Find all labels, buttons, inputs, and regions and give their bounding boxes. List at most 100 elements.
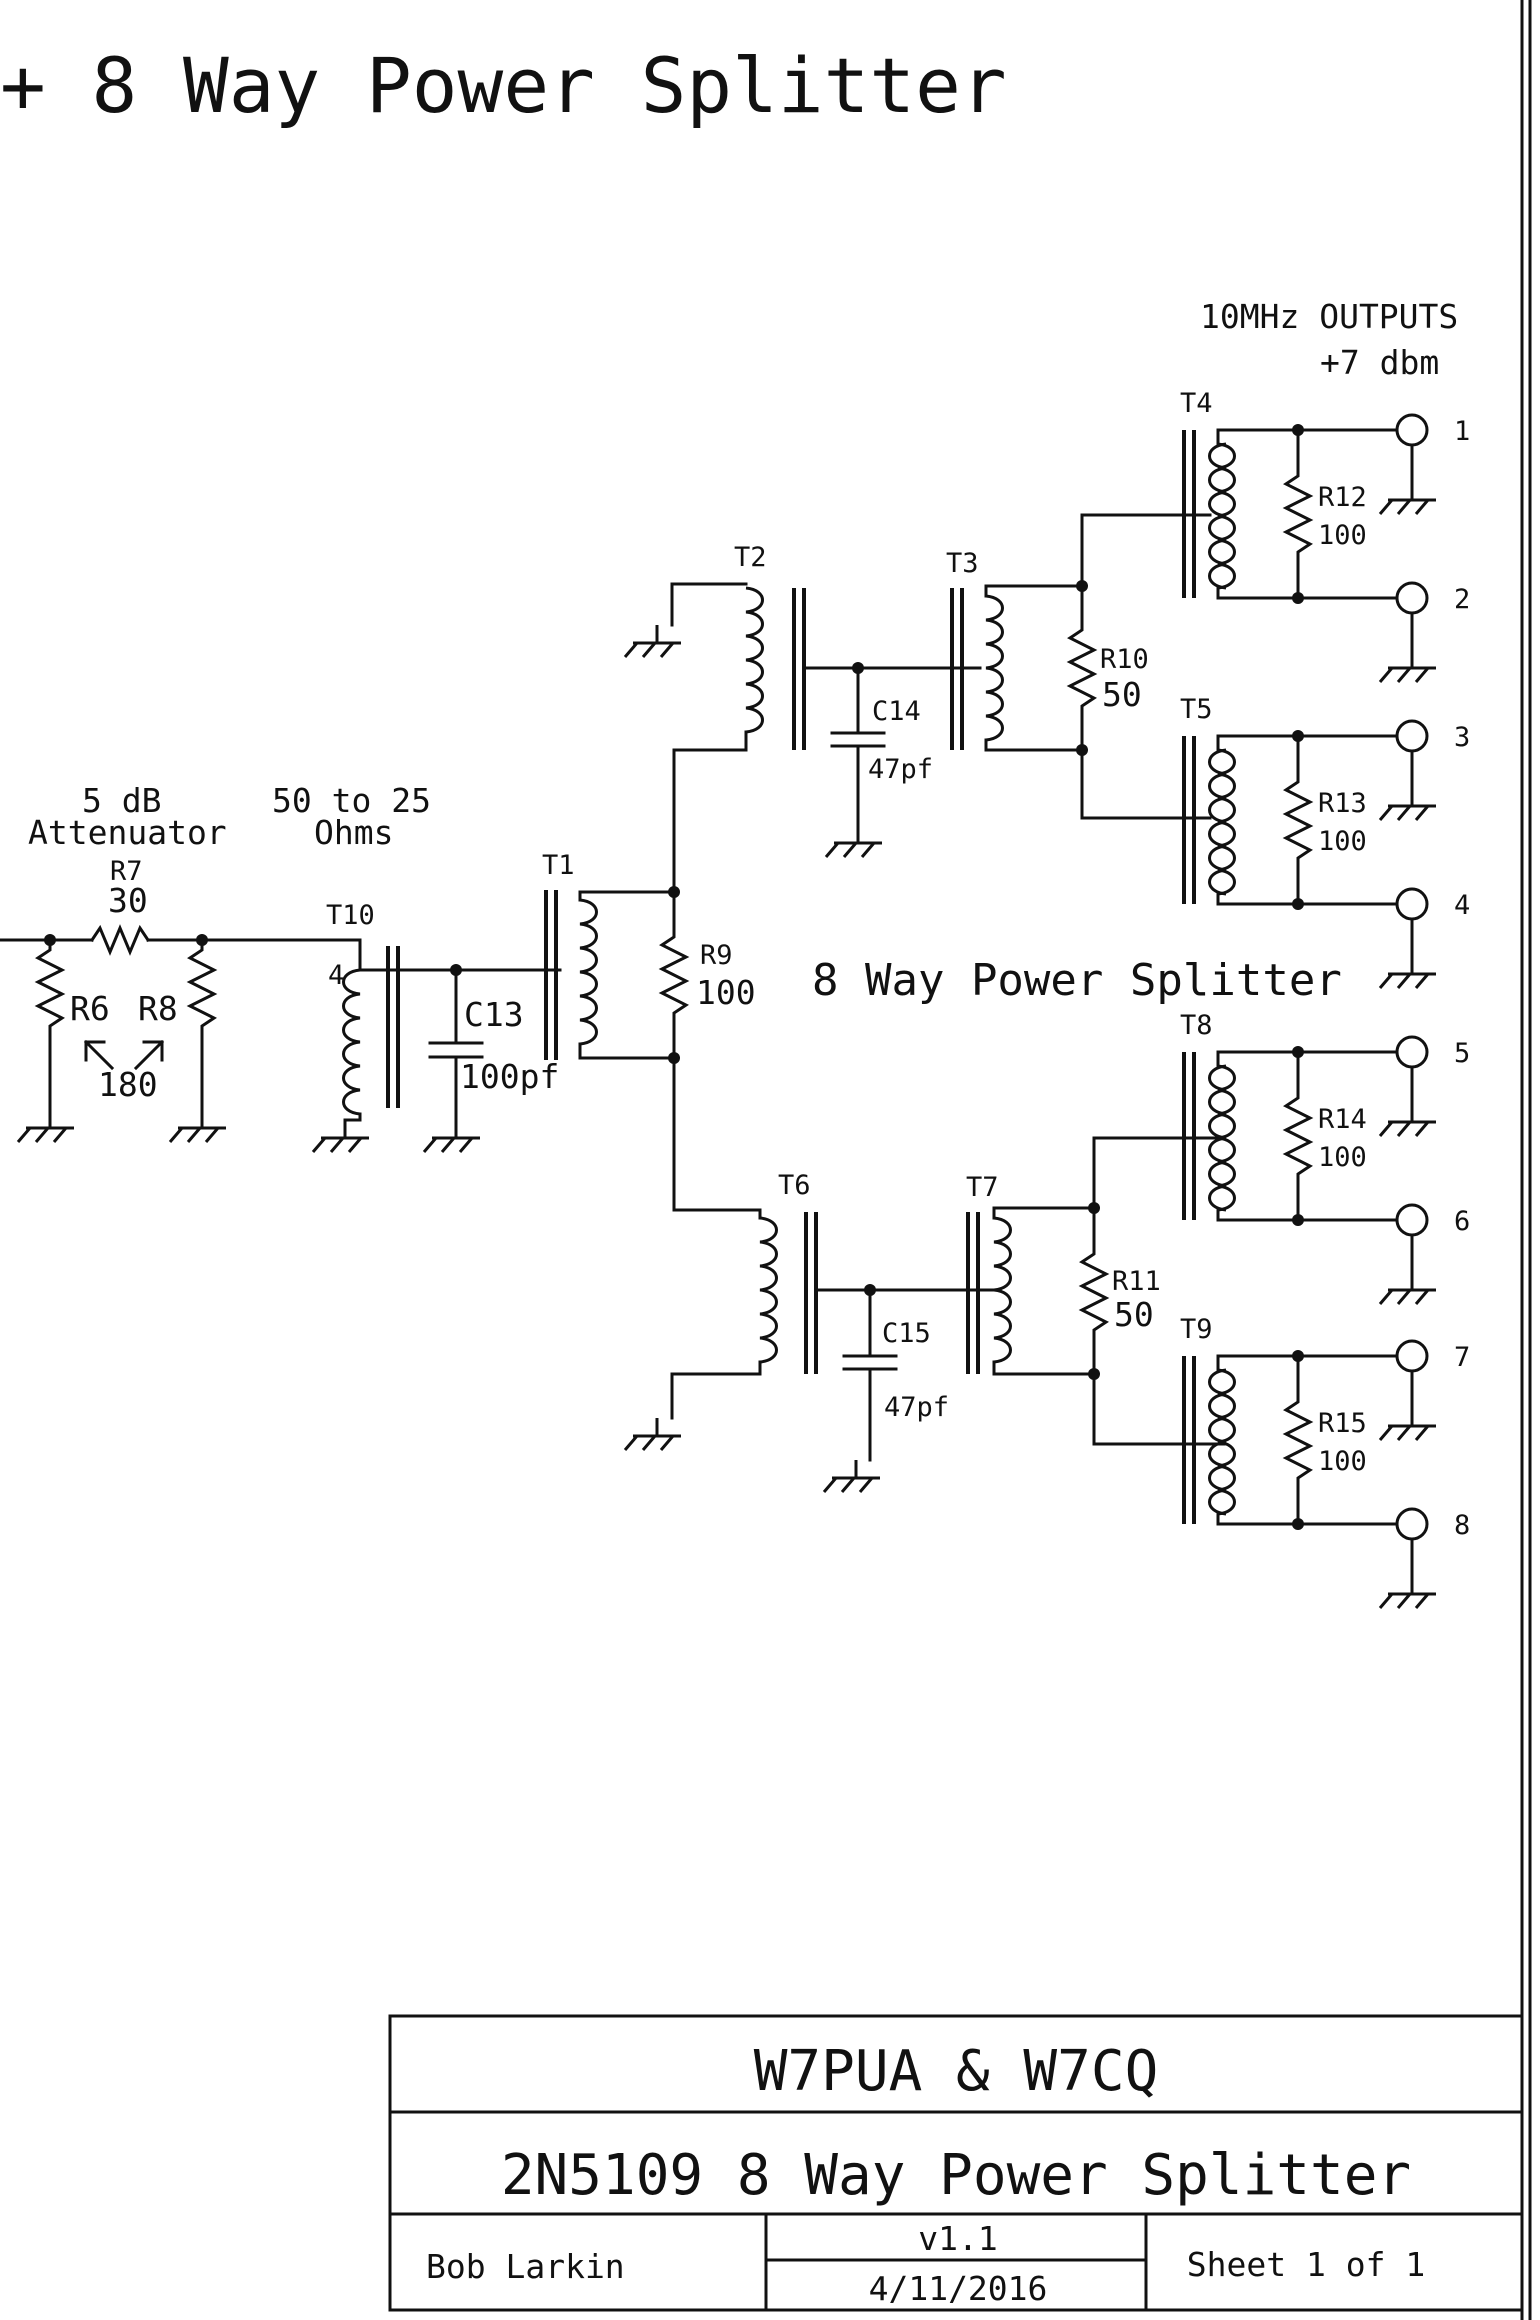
coax-connector-icon	[1395, 1507, 1429, 1541]
output-number: 8	[1454, 1510, 1470, 1541]
resistor-ref-label: R12	[1318, 482, 1367, 513]
ground-icon	[1378, 480, 1438, 516]
c13-value-label: 100pf	[460, 1057, 559, 1096]
title-block-version: v1.1	[918, 2219, 997, 2258]
t2-ref-label: T2	[734, 542, 767, 573]
transformer-ref-label: T5	[1180, 694, 1213, 725]
coax-connector-icon	[1395, 887, 1429, 921]
ground-icon	[1378, 786, 1438, 822]
section-label: 8 Way Power Splitter	[812, 955, 1342, 1006]
attenuator-section: 5 dB Attenuator R7 30 R6 R8 180	[0, 781, 362, 1144]
r9-value-label: 100	[696, 973, 756, 1012]
r11-ref-label: R11	[1112, 1266, 1161, 1297]
ground-icon	[1378, 1406, 1438, 1442]
r6-pointer-arrow	[83, 1039, 115, 1071]
r10-ref-label: R10	[1100, 644, 1149, 675]
output-number: 3	[1454, 722, 1470, 753]
r6-resistor	[36, 938, 64, 1038]
title-block: W7PUA & W7CQ 2N5109 8 Way Power Splitter…	[388, 2014, 1524, 2312]
resistor-value-label: 100	[1318, 826, 1367, 857]
coax-connector-icon	[1395, 1203, 1429, 1237]
coax-connector-icon	[1395, 1339, 1429, 1373]
ground-icon	[311, 1118, 371, 1154]
r11-value-label: 50	[1114, 1295, 1154, 1334]
ground-icon	[16, 1108, 76, 1144]
resistor-value-label: 100	[1318, 1446, 1367, 1477]
ground-icon	[1378, 1270, 1438, 1306]
t7-transformer: T7 R11 50	[966, 1136, 1226, 1446]
r10-value-label: 50	[1102, 675, 1142, 714]
resistor-ref-label: R14	[1318, 1104, 1367, 1135]
t10-transformer: 50 to 25 Ohms T10 4 C13 100pf	[272, 781, 562, 1154]
ground-icon	[623, 623, 683, 659]
resistor-ref-label: R13	[1318, 788, 1367, 819]
transformer-ref-label: T9	[1180, 1314, 1213, 1345]
output-number: 7	[1454, 1342, 1470, 1373]
resistor-value-label: 100	[1318, 520, 1367, 551]
t10-pin-label: 4	[328, 960, 344, 991]
page-title: + 8 Way Power Splitter	[0, 41, 1007, 130]
output-number: 2	[1454, 584, 1470, 615]
match-label-line2: Ohms	[314, 813, 393, 852]
r7-value-label: 30	[108, 881, 148, 920]
title-block-designer: Bob Larkin	[426, 2247, 625, 2286]
output-number: 1	[1454, 416, 1470, 447]
r8-resistor	[188, 938, 216, 1038]
ground-icon	[623, 1416, 683, 1452]
title-block-sheet: Sheet 1 of 1	[1187, 2245, 1425, 2284]
ground-icon	[1378, 1102, 1438, 1138]
ground-icon	[824, 823, 884, 859]
t2-transformer: T2 C14 47pf	[623, 542, 982, 859]
output-number: 6	[1454, 1206, 1470, 1237]
title-block-drawing-title: 2N5109 8 Way Power Splitter	[501, 2143, 1411, 2208]
t6-ref-label: T6	[778, 1170, 811, 1201]
ground-icon	[422, 1118, 482, 1154]
r7-resistor	[89, 924, 151, 956]
c15-value-label: 47pf	[884, 1392, 949, 1423]
r7-ref-label: R7	[110, 856, 143, 887]
outputs-heading: 10MHz OUTPUTS	[1200, 297, 1458, 336]
r6-r8-value-label: 180	[98, 1065, 158, 1104]
output-number: 5	[1454, 1038, 1470, 1069]
c13-ref-label: C13	[464, 995, 524, 1034]
r8-ref-label: R8	[138, 989, 178, 1028]
coax-connector-icon	[1395, 719, 1429, 753]
attenuator-title-line1: 5 dB	[82, 781, 161, 820]
c14-value-label: 47pf	[868, 754, 933, 785]
t6-transformer: T6 C15 47pf	[623, 1170, 996, 1494]
coax-connector-icon	[1395, 413, 1429, 447]
r8-pointer-arrow	[133, 1039, 165, 1071]
c14-ref-label: C14	[872, 696, 921, 727]
ground-icon	[1378, 954, 1438, 990]
resistor-value-label: 100	[1318, 1142, 1367, 1173]
outputs-level: +7 dbm	[1320, 343, 1439, 382]
attenuator-title-line2: Attenuator	[28, 813, 227, 852]
coax-connector-icon	[1395, 1035, 1429, 1069]
coax-connector-icon	[1395, 581, 1429, 615]
output-number: 4	[1454, 890, 1470, 921]
t10-ref-label: T10	[326, 900, 375, 931]
ground-icon	[168, 1108, 228, 1144]
r6-ref-label: R6	[70, 989, 110, 1028]
t3-ref-label: T3	[946, 548, 979, 579]
title-block-date: 4/11/2016	[869, 2269, 1048, 2308]
ground-icon	[1378, 648, 1438, 684]
resistor-ref-label: R15	[1318, 1408, 1367, 1439]
transformer-ref-label: T4	[1180, 388, 1213, 419]
title-block-authors: W7PUA & W7CQ	[754, 2039, 1159, 2104]
t1-ref-label: T1	[542, 850, 575, 881]
r9-ref-label: R9	[700, 940, 733, 971]
t1-transformer: T1 R9 100	[542, 748, 762, 1212]
transformer-ref-label: T8	[1180, 1010, 1213, 1041]
t3-transformer: T3 R10 50	[946, 513, 1212, 820]
ground-icon	[1378, 1574, 1438, 1610]
ground-icon	[822, 1458, 882, 1494]
c15-ref-label: C15	[882, 1318, 931, 1349]
match-label-line1: 50 to 25	[272, 781, 431, 820]
